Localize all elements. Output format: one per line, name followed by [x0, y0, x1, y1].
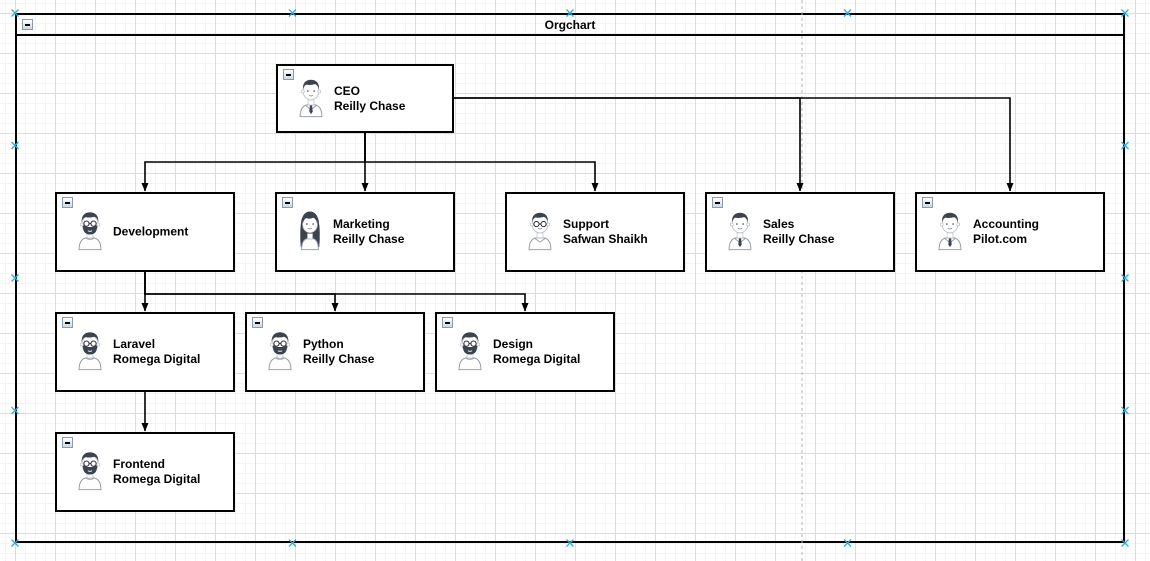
node-collapse-button[interactable] — [922, 197, 933, 208]
node-title: CEO — [334, 83, 361, 98]
node-collapse-button[interactable] — [62, 317, 73, 328]
man-suit-icon — [294, 75, 328, 122]
node-subtitle: Romega Digital — [493, 352, 581, 366]
node-subtitle: Safwan Shaikh — [563, 232, 648, 246]
anchor-cross-icon — [1121, 406, 1129, 415]
node-collapse-button[interactable] — [62, 197, 73, 208]
anchor-cross-icon — [11, 539, 19, 547]
orgchart-container-titlebar: Orgchart — [17, 15, 1123, 36]
edge-ceo-sales[interactable] — [454, 97, 804, 192]
node-title: Laravel — [113, 337, 156, 351]
man-suit-icon — [933, 209, 967, 256]
minus-icon — [65, 441, 70, 444]
node-collapse-button[interactable] — [252, 317, 263, 328]
node-subtitle: Pilot.com — [973, 232, 1028, 246]
man-glasses-icon — [523, 209, 557, 256]
node-collapse-button[interactable] — [442, 317, 453, 328]
node-collapse-button[interactable] — [62, 437, 73, 448]
man-beard-icon — [73, 209, 107, 256]
edge-ceo-accounting[interactable] — [454, 97, 1014, 192]
node-title: Python — [303, 337, 344, 351]
orgchart-node-development[interactable]: Development — [55, 192, 235, 272]
edge-development-python[interactable] — [144, 272, 339, 312]
minus-icon — [445, 321, 450, 324]
edge-ceo-development[interactable] — [141, 133, 366, 192]
man-suit-icon — [723, 209, 757, 256]
anchor-cross-icon — [1121, 141, 1129, 150]
anchor-cross-icon — [566, 539, 574, 547]
node-title: Support — [563, 217, 609, 231]
container-collapse-button[interactable] — [22, 19, 33, 30]
minus-icon — [65, 201, 70, 204]
orgchart-container[interactable]: Orgchart — [15, 13, 1125, 543]
anchor-cross-icon — [288, 539, 297, 547]
anchor-cross-icon — [288, 9, 297, 17]
node-label: Development — [113, 225, 188, 240]
man-beard-icon — [73, 329, 107, 376]
anchor-cross-icon — [1121, 9, 1129, 17]
anchor-cross-icon — [1121, 274, 1129, 282]
anchor-cross-icon — [1121, 539, 1129, 547]
edge-ceo-support[interactable] — [364, 133, 599, 192]
node-subtitle: Romega Digital — [113, 352, 201, 366]
anchor-cross-icon — [11, 9, 19, 17]
anchor-cross-icon — [843, 539, 852, 547]
anchor-cross-icon — [843, 9, 852, 17]
minus-icon — [25, 23, 30, 26]
minus-icon — [715, 201, 720, 204]
minus-icon — [65, 321, 70, 324]
anchor-cross-icon — [11, 274, 19, 282]
node-title: Marketing — [333, 217, 390, 231]
edge-development-design[interactable] — [144, 272, 529, 312]
orgchart-title: Orgchart — [544, 17, 596, 32]
node-subtitle: Reilly Chase — [303, 352, 375, 366]
node-title: Frontend — [113, 457, 165, 471]
node-title: Accounting — [973, 217, 1039, 231]
node-title: Sales — [763, 217, 795, 231]
node-title: Development — [113, 224, 189, 239]
anchor-cross-icon — [566, 9, 574, 17]
node-title: Design — [493, 337, 534, 351]
anchor-cross-icon — [11, 141, 19, 150]
node-subtitle: Reilly Chase — [763, 232, 835, 246]
minus-icon — [285, 201, 290, 204]
node-subtitle: Reilly Chase — [333, 232, 405, 246]
node-collapse-button[interactable] — [712, 197, 723, 208]
node-subtitle: Reilly Chase — [334, 98, 406, 113]
node-collapse-button[interactable] — [283, 69, 294, 80]
minus-icon — [255, 321, 260, 324]
man-beard-icon — [453, 329, 487, 376]
node-subtitle: Romega Digital — [113, 472, 201, 486]
man-beard-icon — [263, 329, 297, 376]
minus-icon — [286, 73, 291, 76]
node-collapse-button[interactable] — [282, 197, 293, 208]
woman-icon — [293, 209, 327, 256]
minus-icon — [925, 201, 930, 204]
anchor-cross-icon — [11, 406, 19, 415]
man-beard-icon — [73, 449, 107, 496]
